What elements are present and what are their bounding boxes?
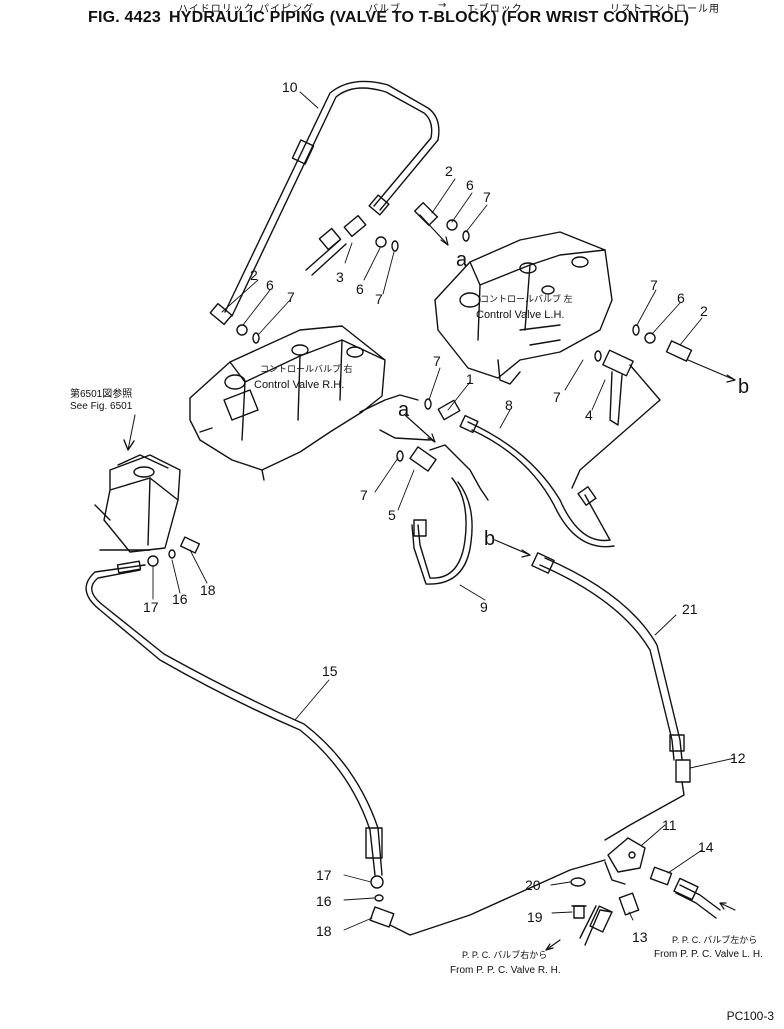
- valve-rh-jp-label: コントロールバルブ 右: [260, 363, 353, 374]
- see-fig-en-label: See Fig. 6501: [70, 401, 133, 412]
- callout-7: 7: [287, 289, 295, 305]
- callout-7: 7: [433, 353, 441, 369]
- bolt-19: [571, 905, 587, 919]
- callout-8: 8: [505, 397, 513, 413]
- hose-15: [85, 560, 383, 876]
- figure-title: FIG. 4423 HYDRAULIC PIPING (VALVE TO T-BL…: [88, 9, 689, 27]
- flow-arrows: [404, 214, 736, 951]
- callout-17: 17: [316, 867, 332, 883]
- callout-20: 20: [525, 877, 541, 893]
- ppc-lh-jp-label: P. P. C. バルブ左から: [672, 934, 757, 945]
- leader-lines: [152, 91, 736, 931]
- valve-rh-en-label: Control Valve R.H.: [254, 379, 344, 391]
- control-valve-lh: [434, 231, 613, 385]
- hose-21: [531, 552, 685, 761]
- callout-16: 16: [172, 591, 188, 607]
- page-number: PC100-3: [726, 1009, 774, 1023]
- callout-21: 21: [682, 601, 698, 617]
- fitting-1: [424, 398, 461, 421]
- connection-tags: a a b b: [398, 249, 749, 550]
- valve-lh-en-label: Control Valve L.H.: [476, 309, 564, 321]
- callout-7: 7: [483, 189, 491, 205]
- elbow-13: [579, 892, 640, 946]
- callout-7: 7: [553, 389, 561, 405]
- callout-2: 2: [445, 163, 453, 179]
- callout-12: 12: [730, 750, 746, 766]
- callout-16: 16: [316, 893, 332, 909]
- callout-6: 6: [466, 177, 474, 193]
- fitting-14: [649, 866, 721, 919]
- callout-5: 5: [388, 507, 396, 523]
- callout-10: 10: [282, 79, 298, 95]
- callout-9: 9: [480, 599, 488, 615]
- hose-8: [459, 414, 615, 548]
- fittings-16-17-18-upper: [147, 536, 201, 567]
- adapter-3: [305, 214, 367, 276]
- tee-5: [396, 444, 489, 501]
- callout-1: 1: [466, 371, 474, 387]
- callout-6: 6: [677, 290, 685, 306]
- figure-number: FIG. 4423: [88, 9, 161, 26]
- subtitle-jp-2: バルブ: [368, 4, 401, 15]
- connection-tag-a: a: [398, 399, 410, 421]
- connection-tag-b: b: [484, 528, 495, 550]
- callout-18: 18: [316, 923, 332, 939]
- callout-2: 2: [700, 303, 708, 319]
- elbow-fitting-upper: [413, 201, 470, 242]
- callout-6: 6: [356, 281, 364, 297]
- connection-tag-b: b: [738, 376, 749, 398]
- nut-and-oring-3: [375, 236, 399, 252]
- callout-4: 4: [585, 407, 593, 423]
- callout-14: 14: [698, 839, 714, 855]
- clamp-11: [604, 837, 646, 885]
- control-valve-rh: [189, 325, 386, 481]
- washer-20: [570, 877, 586, 887]
- hose-10: [224, 80, 440, 317]
- ppc-lh-en-label: From P. P. C. Valve L. H.: [654, 949, 763, 960]
- figure-title-text: HYDRAULIC PIPING (VALVE TO T-BLOCK) (FOR…: [168, 9, 690, 26]
- junction-block: [94, 414, 181, 553]
- fittings-17-16-18-lower: [369, 875, 395, 928]
- callout-13: 13: [632, 929, 648, 945]
- subtitle-jp-4: T-ブロック: [468, 4, 523, 15]
- callout-7: 7: [650, 277, 658, 293]
- hose-9: [411, 477, 473, 585]
- connection-tag-a: a: [456, 249, 468, 271]
- fitting-2-right: [632, 324, 693, 362]
- valve-lh-jp-label: コントロールバルブ 左: [480, 293, 573, 304]
- tee-4: [571, 349, 661, 489]
- callout-17: 17: [143, 599, 159, 615]
- tube-lower-to-clamp: [389, 859, 606, 936]
- subtitle-jp-3: →: [438, 0, 448, 11]
- callout-19: 19: [527, 909, 543, 925]
- tube-rh-to-fitting: [359, 394, 419, 413]
- callout-7: 7: [360, 487, 368, 503]
- ppc-rh-en-label: From P. P. C. Valve R. H.: [450, 965, 561, 976]
- subtitle-jp-1: ハイドロリック パイピング: [178, 4, 314, 15]
- callout-2: 2: [250, 267, 258, 283]
- callout-11: 11: [662, 817, 677, 833]
- callout-7: 7: [375, 291, 383, 307]
- callout-18: 18: [200, 582, 216, 598]
- tube-rh-lower: [379, 429, 431, 441]
- callout-15: 15: [322, 663, 338, 679]
- ppc-rh-jp-label: P. P. C. バルブ右から: [462, 949, 547, 960]
- callout-3: 3: [336, 269, 344, 285]
- fitting-12: [604, 759, 691, 841]
- callout-6: 6: [266, 277, 274, 293]
- subtitle-jp-5: リストコントロール用: [610, 4, 720, 15]
- see-fig-jp-label: 第6501図参照: [70, 387, 132, 400]
